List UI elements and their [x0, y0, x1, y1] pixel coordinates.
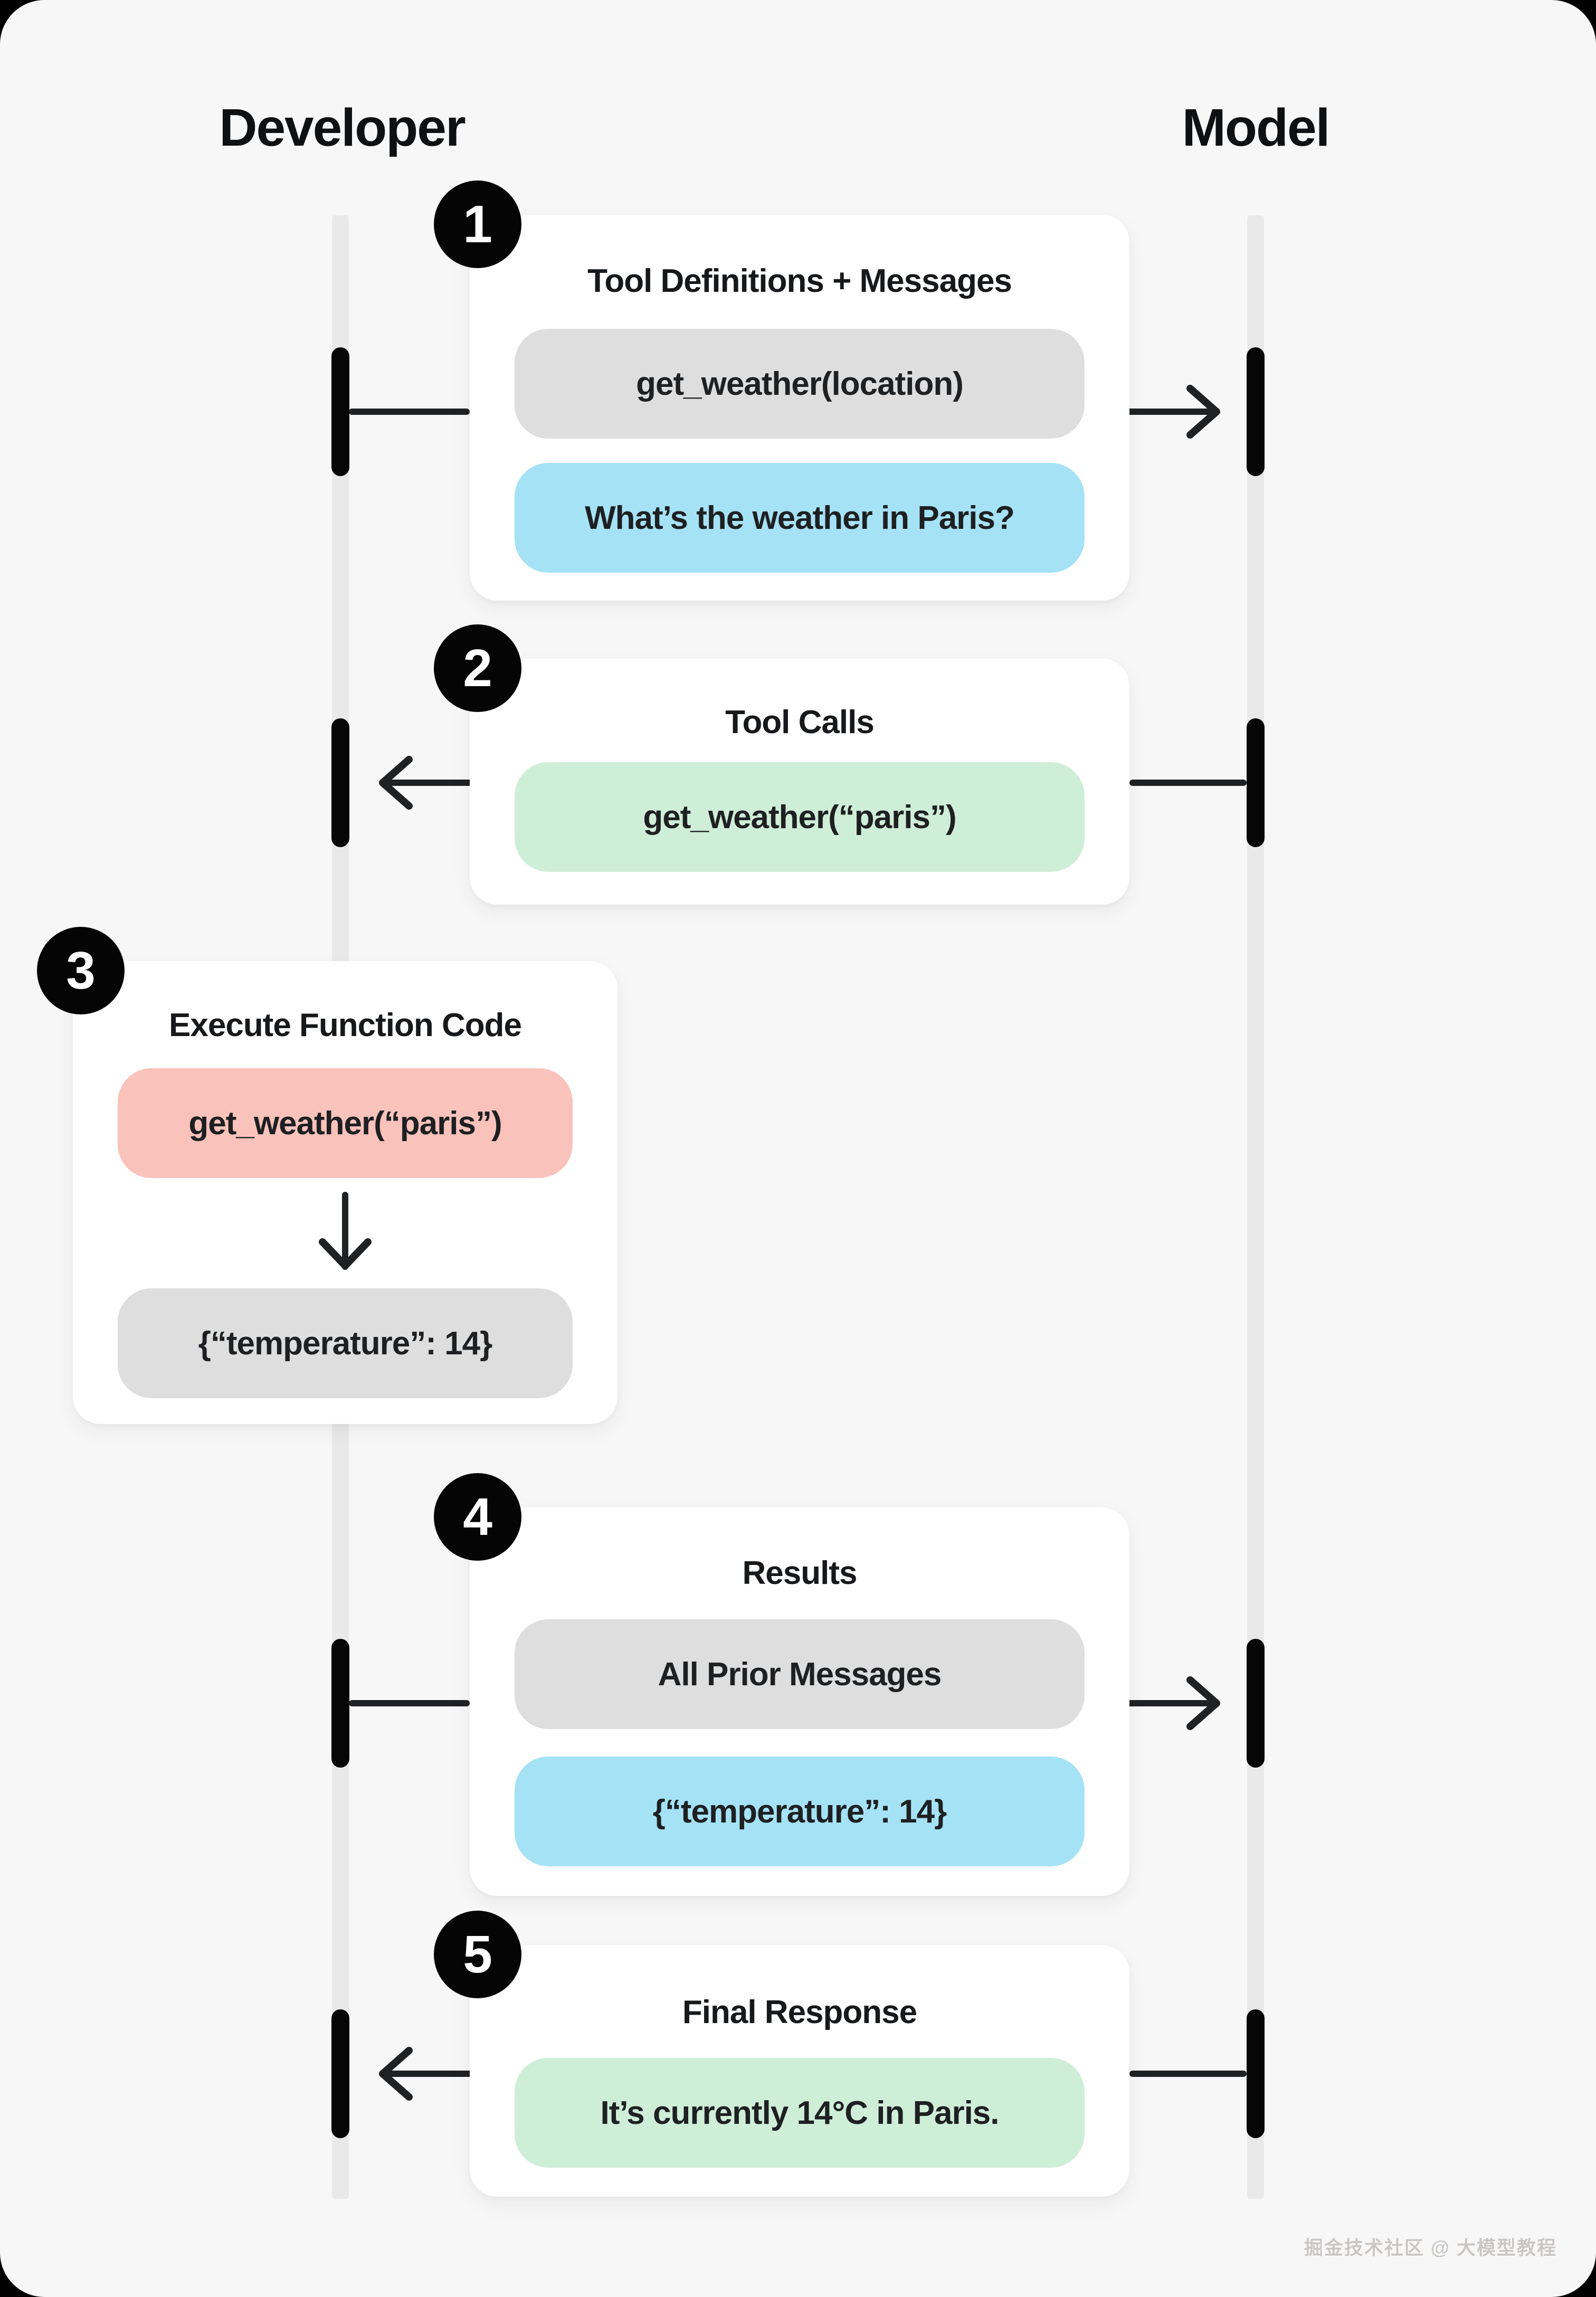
- developer-activation-bar: [331, 718, 349, 847]
- step-number-badge: 3: [37, 927, 125, 1014]
- step-title: Tool Calls: [725, 704, 875, 741]
- right-arrow-icon: [1126, 385, 1220, 439]
- developer-activation-bar: [331, 1639, 349, 1768]
- model-lifeline: [1247, 215, 1264, 2199]
- step-title: Tool Definitions + Messages: [587, 263, 1012, 299]
- left-arrow-icon: [379, 2047, 474, 2101]
- step-card-final-response: 5 Final Response It’s currently 14°C in …: [434, 1911, 1129, 2197]
- step-card-tool-definitions-messages: 1 Tool Definitions + Messages get_weathe…: [434, 181, 1129, 601]
- right-arrow-icon: [1126, 1676, 1220, 1730]
- step-title: Results: [742, 1555, 858, 1591]
- step-number-badge: 1: [434, 181, 521, 268]
- step4-arrow-tail: [349, 1700, 470, 1706]
- pill-tool-result: {“temperature”: 14}: [515, 1757, 1085, 1866]
- developer-activation-bar: [331, 347, 349, 476]
- step-card-execute-function-code: 3 Execute Function Code get_weather(“par…: [37, 927, 618, 1424]
- step5-arrow-tail: [1129, 2071, 1247, 2077]
- actor-label-model: Model: [1182, 98, 1331, 157]
- model-activation-bar: [1247, 718, 1265, 847]
- step-card-tool-calls: 2 Tool Calls get_weather(“paris”): [434, 624, 1129, 905]
- step-card-results: 4 Results All Prior Messages {“temperatu…: [434, 1473, 1129, 1896]
- pill-function-invocation: get_weather(“paris”): [118, 1068, 573, 1178]
- step-title: Execute Function Code: [169, 1007, 522, 1043]
- pill-assistant-message: It’s currently 14°C in Paris.: [515, 2058, 1085, 2168]
- model-activation-bar: [1247, 1639, 1265, 1768]
- pill-function-result: {“temperature”: 14}: [118, 1288, 573, 1398]
- model-activation-bar: [1247, 2009, 1265, 2138]
- pill-prior-messages: All Prior Messages: [515, 1619, 1085, 1729]
- down-arrow-icon: [319, 1192, 372, 1270]
- pill-tool-definition: get_weather(location): [515, 329, 1085, 439]
- pill-user-message: What’s the weather in Paris?: [515, 463, 1085, 573]
- left-arrow-icon: [379, 756, 474, 810]
- step-title: Final Response: [682, 1994, 917, 2030]
- step-number-badge: 5: [434, 1911, 521, 1998]
- step2-arrow-tail: [1129, 780, 1247, 786]
- developer-activation-bar: [331, 2009, 349, 2138]
- step1-arrow-tail: [349, 409, 470, 415]
- watermark-text: 掘金技术社区 @ 大模型教程: [1304, 2237, 1557, 2258]
- step-number-badge: 4: [434, 1473, 521, 1561]
- step-number-badge: 2: [434, 624, 521, 712]
- model-activation-bar: [1247, 347, 1265, 476]
- pill-tool-call: get_weather(“paris”): [515, 762, 1085, 872]
- actor-label-developer: Developer: [219, 98, 466, 157]
